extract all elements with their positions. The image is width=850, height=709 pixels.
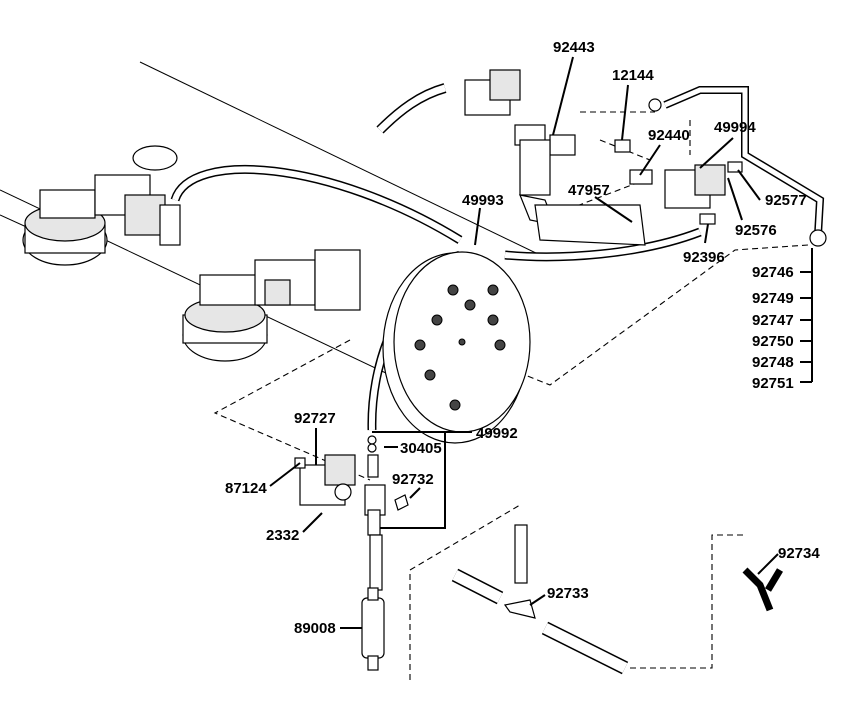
disc-plate <box>382 251 531 444</box>
label-30405: 30405 <box>400 440 442 457</box>
label-92733: 92733 <box>547 585 589 602</box>
part-labels: 92443 12144 92440 49994 92577 92576 4999… <box>225 39 820 637</box>
upper-left-assembly <box>22 145 181 266</box>
label-92440: 92440 <box>648 127 690 144</box>
label-92396: 92396 <box>683 249 725 266</box>
label-49993: 49993 <box>462 192 504 209</box>
label-92577: 92577 <box>765 192 807 209</box>
label-92734: 92734 <box>778 545 820 562</box>
leader-lines <box>269 56 813 629</box>
label-92748: 92748 <box>752 354 794 371</box>
label-92747: 92747 <box>752 312 794 329</box>
label-92749: 92749 <box>752 290 794 307</box>
label-47957: 47957 <box>568 182 610 199</box>
label-87124: 87124 <box>225 480 267 497</box>
label-92746: 92746 <box>752 264 794 281</box>
label-92732: 92732 <box>392 471 434 488</box>
label-92443: 92443 <box>553 39 595 56</box>
label-12144: 12144 <box>612 67 654 84</box>
label-49992: 49992 <box>476 425 518 442</box>
lower-left-assembly <box>182 249 361 362</box>
bottom-tubes <box>451 524 784 675</box>
assembly-dashed-lines <box>213 111 809 680</box>
tubing <box>170 83 825 431</box>
label-92576: 92576 <box>735 222 777 239</box>
label-49994: 49994 <box>714 119 756 136</box>
label-92751: 92751 <box>752 375 794 392</box>
label-92727: 92727 <box>294 410 336 427</box>
label-92750: 92750 <box>752 333 794 350</box>
lower-valve-assembly <box>294 435 409 671</box>
label-89008: 89008 <box>294 620 336 637</box>
top-valves <box>464 69 827 247</box>
label-2332: 2332 <box>266 527 299 544</box>
